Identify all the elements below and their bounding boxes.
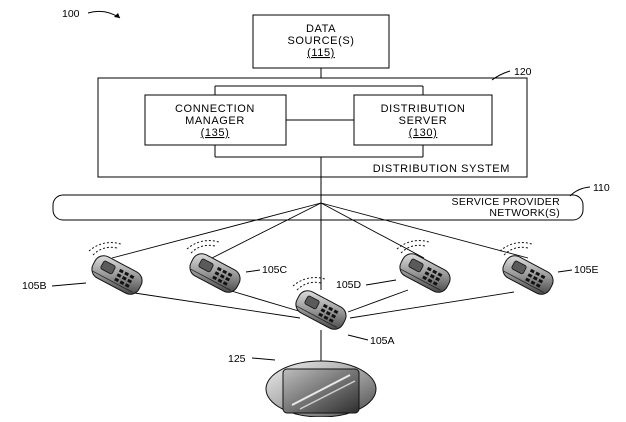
fan-line-b	[111, 202, 322, 259]
distribution-system-ref: 120	[514, 66, 532, 78]
service-provider-network	[52, 194, 584, 221]
phone-d-label: 105D	[336, 279, 362, 291]
phone-e-leader	[557, 269, 573, 273]
peer-line-b	[127, 291, 301, 319]
distribution-system-ref-leader	[491, 70, 511, 81]
phone-a-leader	[347, 334, 369, 341]
phone-c-icon	[185, 240, 245, 297]
tv-ref: 125	[228, 353, 246, 365]
phone-c-label: 105C	[262, 264, 288, 276]
data-source-box	[252, 14, 390, 69]
phone-d-leader	[365, 279, 397, 286]
phone-d-icon	[395, 240, 455, 297]
network-ref-leader	[569, 186, 591, 197]
network-label-2: NETWORK(S)	[489, 207, 560, 219]
data-source-label-1: DATA	[306, 23, 336, 35]
peer-line-e	[349, 291, 515, 319]
fan-line-d	[320, 202, 425, 259]
tv-ref-leader	[251, 357, 276, 361]
distribution-server-box	[353, 94, 493, 146]
phone-a-label: 105A	[370, 335, 395, 347]
distribution-server-label-1: DISTRIBUTION	[381, 103, 466, 115]
peer-line-d	[347, 289, 409, 313]
phone-b-icon	[87, 242, 147, 299]
distribution-system-label: DISTRIBUTION SYSTEM	[373, 163, 510, 175]
phone-b-label: 105B	[22, 280, 47, 292]
distribution-server-label-2: SERVER	[399, 115, 448, 127]
network-label-1: SERVICE PROVIDER	[452, 196, 561, 208]
figure-ref-arrowhead	[114, 13, 120, 18]
peer-line-c	[227, 289, 303, 313]
figure-ref: 100	[62, 8, 80, 20]
phone-b-leader	[51, 282, 87, 287]
network-ref: 110	[593, 182, 610, 194]
fan-line-e	[320, 202, 529, 259]
phone-c-leader	[245, 269, 261, 273]
distribution-server-ref: (130)	[409, 127, 438, 139]
connection-manager-label-2: MANAGER	[185, 115, 245, 127]
television-icon	[265, 360, 377, 418]
connection-manager-box	[144, 94, 287, 146]
network-fan-lines	[111, 202, 529, 259]
data-source-ref: (115)	[307, 47, 335, 59]
phone-e-icon	[498, 242, 558, 299]
fan-line-c	[211, 202, 322, 259]
data-source-label-2: SOURCE(S)	[287, 35, 354, 47]
connection-manager-label-1: CONNECTION	[175, 103, 255, 115]
connection-manager-ref: (135)	[201, 127, 230, 139]
peer-lines	[127, 289, 515, 319]
phone-e-label: 105E	[574, 264, 599, 276]
